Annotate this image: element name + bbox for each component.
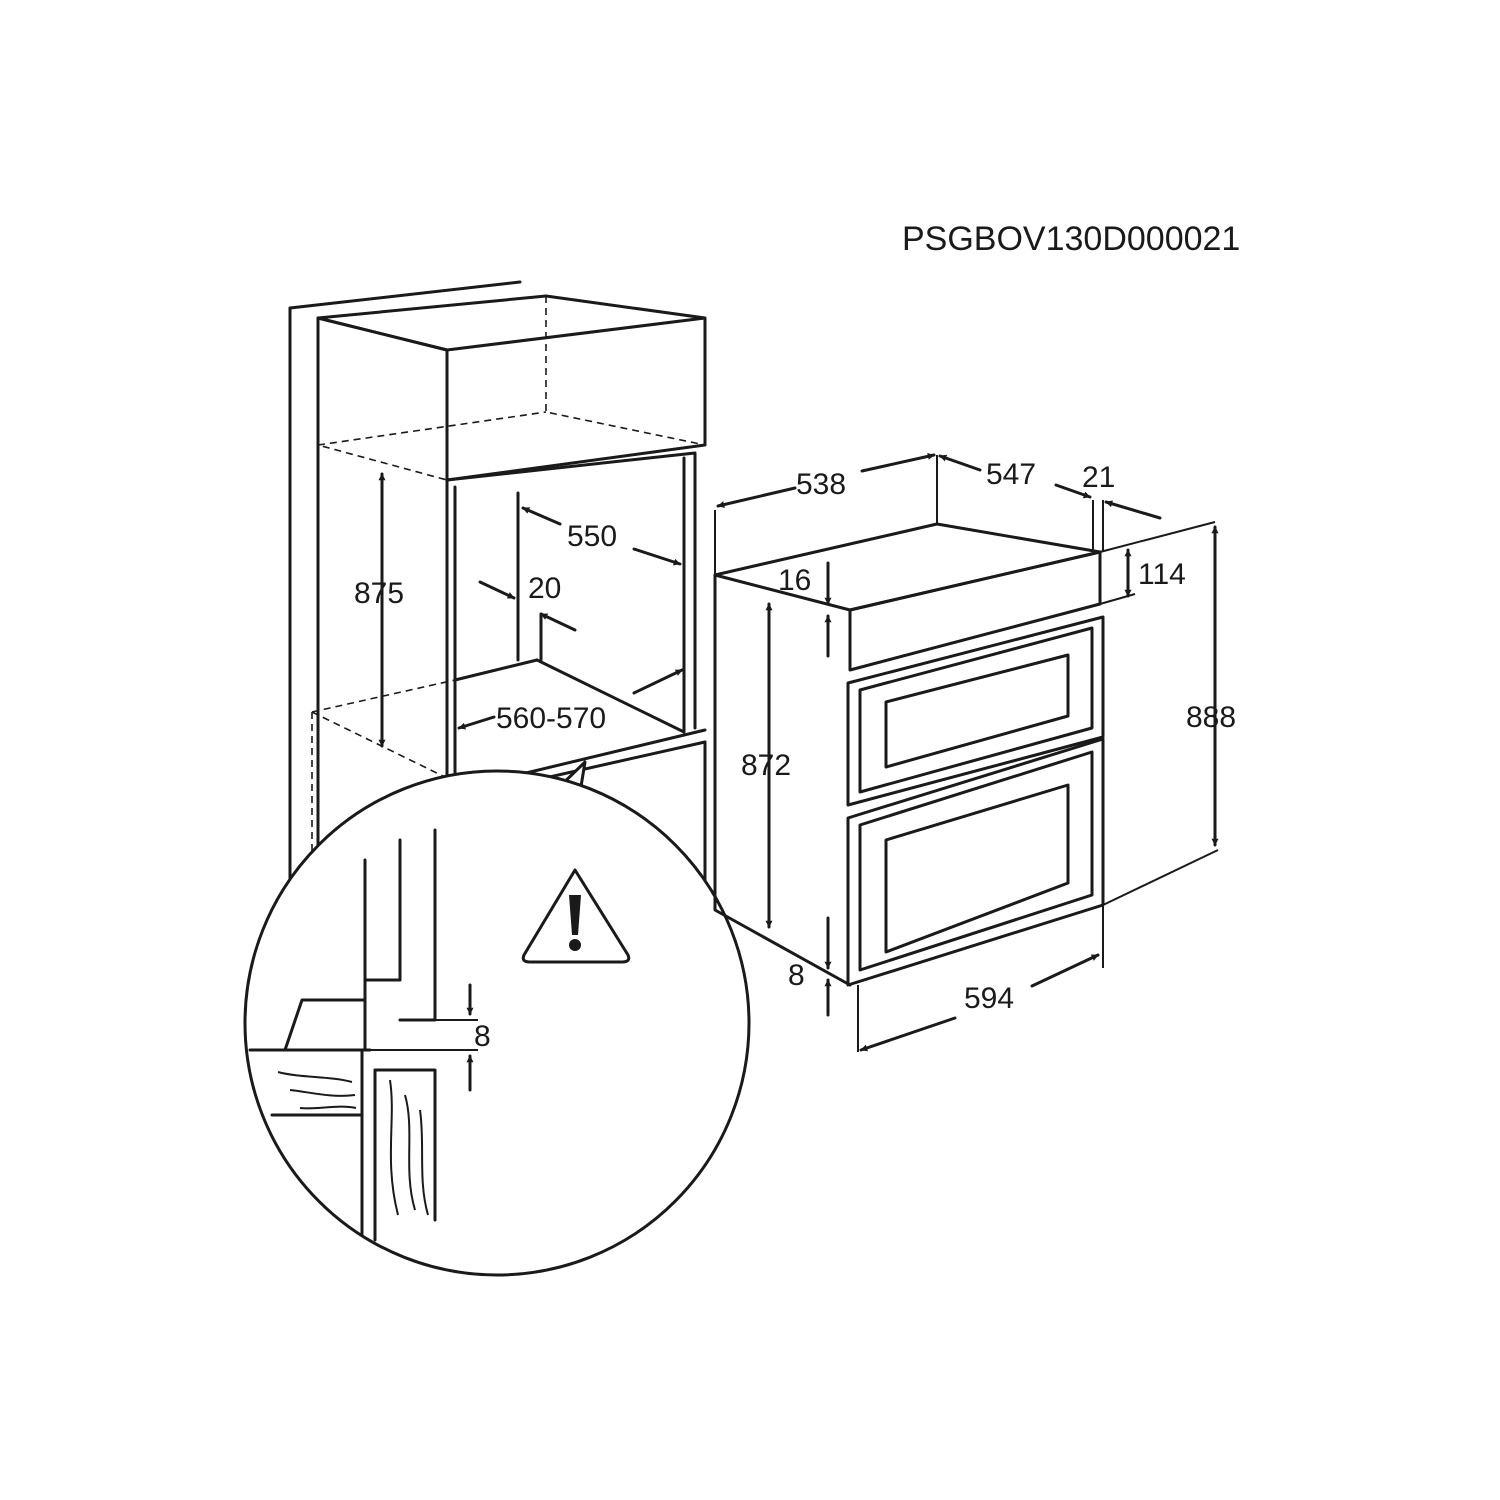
dim-front-thickness: 21 xyxy=(1082,461,1115,494)
cabinet-dimensions: 875 550 20 560-570 xyxy=(354,472,684,748)
warning-triangle-icon xyxy=(521,868,631,964)
dim-panel-offset: 16 xyxy=(778,564,811,597)
detail-circle xyxy=(243,769,751,1277)
dim-side-gap: 20 xyxy=(528,572,561,605)
dim-total-height: 888 xyxy=(1186,701,1236,734)
oven-drawing xyxy=(713,455,1219,1052)
dim-niche-depth: 550 xyxy=(567,520,617,553)
dim-detail-gap: 8 xyxy=(474,1020,491,1053)
dim-top-depth: 538 xyxy=(796,468,846,501)
dim-body-height: 872 xyxy=(741,749,791,782)
dim-body-depth: 547 xyxy=(986,458,1036,491)
oven-dimensions: 538 547 21 16 114 872 888 8 594 xyxy=(716,452,1236,1052)
dim-niche-width: 560-570 xyxy=(496,702,606,735)
dim-control-panel-height: 114 xyxy=(1138,558,1186,591)
model-code: PSGBOV130D000021 xyxy=(902,220,1240,258)
dim-front-width: 594 xyxy=(964,982,1014,1015)
detail-callout: 8 xyxy=(243,760,751,1277)
dim-bottom-offset: 8 xyxy=(788,959,805,992)
dim-cabinet-height: 875 xyxy=(354,577,404,610)
